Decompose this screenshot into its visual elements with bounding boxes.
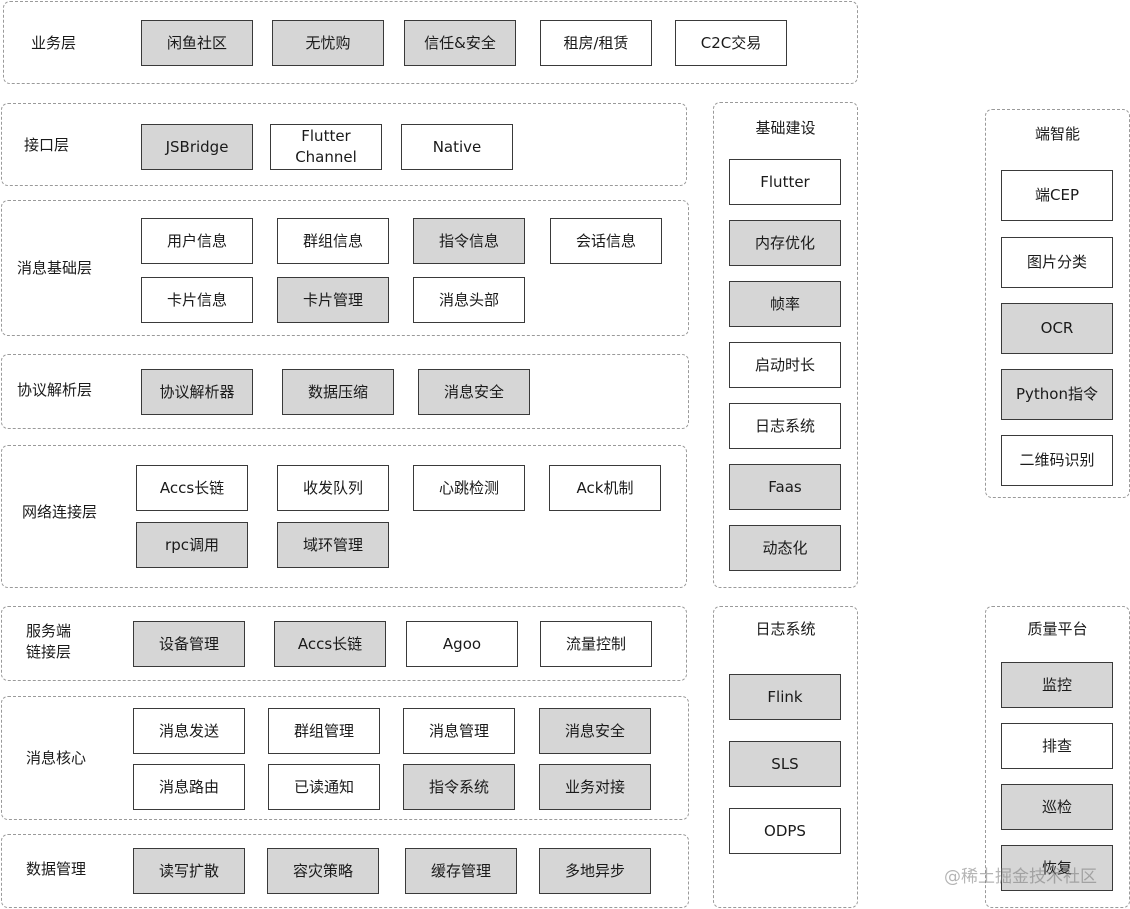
box-card-manage: 卡片管理	[277, 277, 389, 323]
box-message-send: 消息发送	[133, 708, 245, 754]
box-read-write-diffuse: 读写扩散	[133, 848, 245, 894]
box-troubleshoot: 排查	[1001, 723, 1113, 769]
box-session-info: 会话信息	[550, 218, 662, 264]
box-card-info: 卡片信息	[141, 277, 253, 323]
layer-server-link-label: 服务端 链接层	[26, 622, 72, 661]
layer-network: 网络连接层 Accs长链 收发队列 心跳检测 Ack机制 rpc调用 域环管理	[1, 445, 687, 588]
layer-business: 业务层 闲鱼社区 无忧购 信任&安全 租房/租赁 C2C交易	[3, 1, 858, 84]
box-ack: Ack机制	[549, 465, 661, 511]
box-native: Native	[401, 124, 513, 170]
column-infra-title: 基础建设	[755, 119, 816, 137]
box-qrcode: 二维码识别	[1001, 435, 1113, 486]
box-inspection: 巡检	[1001, 784, 1113, 830]
layer-protocol-label: 协议解析层	[17, 381, 93, 399]
box-group-info: 群组信息	[277, 218, 389, 264]
box-image-classify: 图片分类	[1001, 237, 1113, 288]
layer-message-base-label: 消息基础层	[17, 259, 93, 277]
box-flink: Flink	[729, 674, 841, 720]
box-c2c-trade: C2C交易	[675, 20, 787, 66]
box-rental: 租房/租赁	[540, 20, 652, 66]
column-quality: 质量平台 监控 排查 巡检 恢复	[985, 606, 1130, 908]
box-odps: ODPS	[729, 808, 841, 854]
layer-data-mgmt-label: 数据管理	[26, 860, 87, 878]
layer-message-base: 消息基础层 用户信息 群组信息 指令信息 会话信息 卡片信息 卡片管理 消息头部	[1, 200, 689, 336]
box-log-system-infra: 日志系统	[729, 403, 841, 449]
box-multi-region-async: 多地异步	[539, 848, 651, 894]
column-log-system: 日志系统 Flink SLS ODPS	[713, 606, 858, 908]
box-protocol-parser: 协议解析器	[141, 369, 253, 415]
box-flutter: Flutter	[729, 159, 841, 205]
box-worry-free-buy: 无忧购	[272, 20, 384, 66]
box-data-compress: 数据压缩	[282, 369, 394, 415]
box-message-header: 消息头部	[413, 277, 525, 323]
box-agoo: Agoo	[406, 621, 518, 667]
box-ocr: OCR	[1001, 303, 1113, 354]
box-user-info: 用户信息	[141, 218, 253, 264]
layer-network-label: 网络连接层	[22, 503, 98, 521]
box-monitor: 监控	[1001, 662, 1113, 708]
column-infra: 基础建设 Flutter 内存优化 帧率 启动时长 日志系统 Faas 动态化	[713, 102, 858, 588]
box-cache-manage: 缓存管理	[405, 848, 517, 894]
layer-business-label: 业务层	[31, 34, 77, 52]
box-accs-long-link-server: Accs长链	[274, 621, 386, 667]
box-jsbridge: JSBridge	[141, 124, 253, 170]
layer-data-mgmt: 数据管理 读写扩散 容灾策略 缓存管理 多地异步	[1, 834, 689, 908]
layer-protocol: 协议解析层 协议解析器 数据压缩 消息安全	[1, 354, 689, 429]
box-accs-long-link: Accs长链	[136, 465, 248, 511]
box-command-system: 指令系统	[403, 764, 515, 810]
box-group-manage: 群组管理	[268, 708, 380, 754]
box-command-info: 指令信息	[413, 218, 525, 264]
box-message-security-core: 消息安全	[539, 708, 651, 754]
layer-interface: 接口层 JSBridge Flutter Channel Native	[1, 103, 687, 186]
box-xianyu-community: 闲鱼社区	[141, 20, 253, 66]
box-recovery: 恢复	[1001, 845, 1113, 891]
box-startup-time: 启动时长	[729, 342, 841, 388]
box-frame-rate: 帧率	[729, 281, 841, 327]
box-memory-opt: 内存优化	[729, 220, 841, 266]
box-flow-control: 流量控制	[540, 621, 652, 667]
box-faas: Faas	[729, 464, 841, 510]
watermark: @稀土掘金技术社区	[944, 867, 1097, 887]
box-disaster-strategy: 容灾策略	[267, 848, 379, 894]
box-message-route: 消息路由	[133, 764, 245, 810]
box-device-manage: 设备管理	[133, 621, 245, 667]
box-sls: SLS	[729, 741, 841, 787]
layer-message-core: 消息核心 消息发送 群组管理 消息管理 消息安全 消息路由 已读通知 指令系统 …	[1, 696, 689, 820]
box-message-security-protocol: 消息安全	[418, 369, 530, 415]
box-business-connect: 业务对接	[539, 764, 651, 810]
box-dynamic: 动态化	[729, 525, 841, 571]
box-rpc-call: rpc调用	[136, 522, 248, 568]
box-send-receive-queue: 收发队列	[277, 465, 389, 511]
box-trust-security: 信任&安全	[404, 20, 516, 66]
layer-message-core-label: 消息核心	[26, 749, 87, 767]
box-read-notify: 已读通知	[268, 764, 380, 810]
box-python-command: Python指令	[1001, 369, 1113, 420]
layer-interface-label: 接口层	[24, 136, 70, 154]
column-log-system-title: 日志系统	[755, 620, 816, 638]
layer-server-link: 服务端 链接层 设备管理 Accs长链 Agoo 流量控制	[1, 606, 687, 681]
box-message-manage: 消息管理	[403, 708, 515, 754]
column-edge-ai-title: 端智能	[1034, 125, 1080, 143]
column-edge-ai: 端智能 端CEP 图片分类 OCR Python指令 二维码识别	[985, 109, 1130, 498]
column-quality-title: 质量平台	[1027, 620, 1088, 638]
box-heartbeat: 心跳检测	[413, 465, 525, 511]
box-domain-ring: 域环管理	[277, 522, 389, 568]
box-edge-cep: 端CEP	[1001, 170, 1113, 221]
box-flutter-channel: Flutter Channel	[270, 124, 382, 170]
